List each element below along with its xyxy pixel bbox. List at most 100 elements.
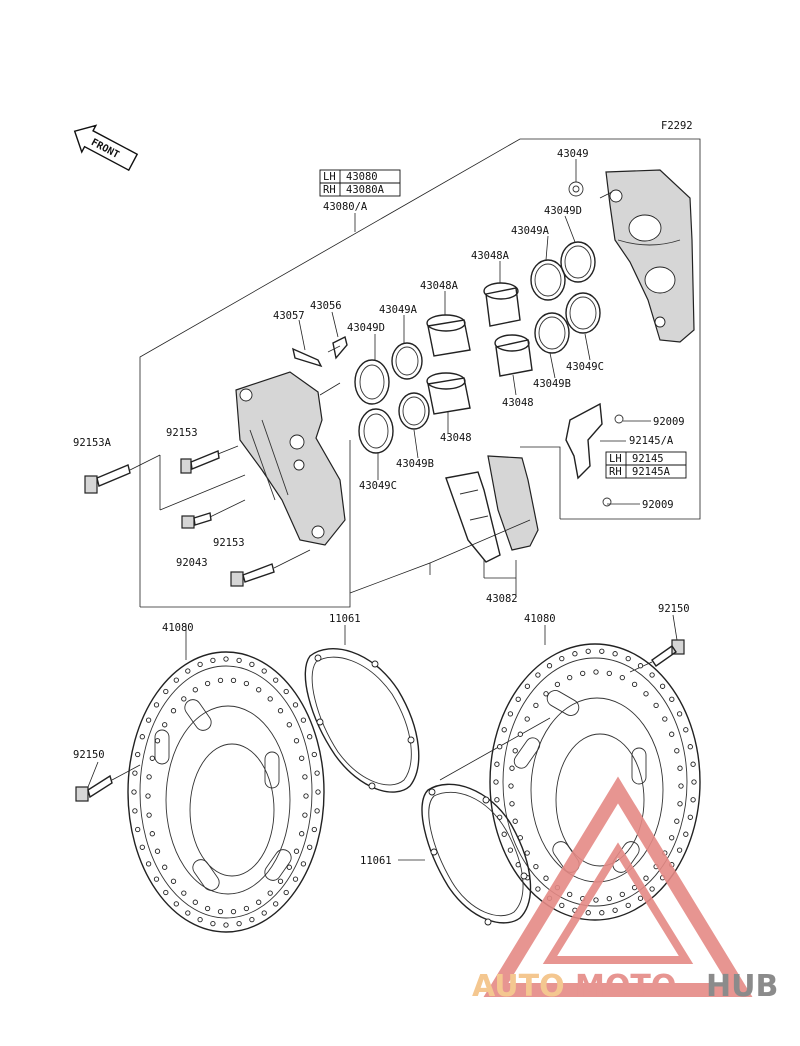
disc-hole [293,848,300,854]
pad-outline-link [520,446,561,519]
caliper-assembly-label: 43080/A [323,201,368,213]
disc-hole [533,702,539,709]
disc-hole [162,722,168,728]
label-43082: 43082 [486,593,518,605]
disc-hole [619,674,625,681]
disc-hole [223,922,229,928]
svg-text:92145: 92145 [632,453,664,465]
disc-hole [204,680,211,687]
disc-hole [593,669,599,675]
disc-hole [300,717,307,723]
disc-hole [631,681,638,688]
disc-hole [162,864,168,870]
disc-hole [649,672,655,678]
disc-hole [585,648,591,654]
disc-hole [173,901,179,907]
disc-hole [292,876,299,882]
disc-hole [515,696,521,702]
disc-hole [554,681,561,688]
disc-hole [674,748,680,754]
bolt-92150-left [75,774,113,802]
disc-hole [677,801,683,807]
disc-hole [649,886,655,892]
disc-hole [567,674,573,681]
disc-hole [619,891,625,898]
disc-hole [286,722,292,728]
disc-hole [292,702,299,708]
disc-hole [283,889,289,896]
disc-hole [149,831,155,837]
disc-hole [185,668,191,674]
disc-hole [612,651,618,657]
disc-hole [585,910,591,916]
disc-hole [509,765,515,771]
disc-hole [249,916,255,923]
svg-text:43080A: 43080A [346,184,385,196]
label-43056: 43056 [310,300,342,312]
disc-hole [267,696,273,702]
disc-hole [559,902,565,909]
disc-hole [139,734,145,740]
disc-hole [524,683,531,689]
disc-hole [678,783,684,789]
disc-hole [163,688,169,695]
disc-hole [277,708,284,714]
caliper-outline [139,138,701,607]
label-92150-right: 92150 [658,603,690,615]
disc-hole [139,844,145,850]
caliper-half-right [605,169,695,343]
disc-hole [149,755,155,761]
svg-text:43080: 43080 [346,171,378,183]
disc-hole [690,797,696,803]
disc-hole [261,910,267,916]
disc-hole [517,731,523,737]
label-43057: 43057 [273,310,305,322]
svg-text:92145A: 92145A [632,466,671,478]
disc-hole [181,696,187,702]
disc-hole [637,895,644,901]
brake-disc-left [127,651,325,933]
disc-hole [277,878,284,884]
disc-hole [299,755,305,761]
label-92009-bottom: 92009 [642,499,674,511]
disc-hole [273,901,279,907]
disc-hole [669,696,675,702]
brake-pads [445,455,539,563]
disc-hole [154,848,161,854]
bolt-92153a [84,464,131,494]
svg-text:RH: RH [323,184,336,196]
disc-hole [146,774,152,780]
disc-hole [197,661,203,668]
disc-hole [524,850,530,856]
disc-hole [256,899,262,905]
disc-hole [507,847,514,853]
label-92153A: 92153A [73,437,112,449]
disc-hole [669,731,675,737]
disc-hole [230,677,237,684]
disc-hole [236,657,242,664]
disc-hole [217,677,224,684]
disc-hole [170,708,177,714]
disc-hole [132,770,138,776]
label-41080-left: 41080 [162,622,194,634]
disc-hole [643,875,649,881]
watermark-text-2: MOTO [575,969,676,1004]
part-labels: 43049 43049D 43049A 43048A 43049C 43049B… [73,148,690,867]
disc-hole [261,668,267,674]
front-arrow-icon: FRONT [73,124,139,172]
disc-hole [683,831,689,837]
label-43049A-right: 43049A [511,225,550,237]
label-92153-top: 92153 [166,427,198,439]
disc-hole [132,808,138,814]
disc-hole [302,812,308,818]
disc-hole [625,655,631,662]
disc-hole [210,657,216,664]
label-leaders [87,159,678,861]
disc-hole [606,895,612,902]
disc-hole [524,716,530,722]
label-43049B-right: 43049B [533,378,571,390]
label-92153-bottom: 92153 [213,537,245,549]
disc-hole [243,680,250,687]
disc-hole [512,748,518,754]
